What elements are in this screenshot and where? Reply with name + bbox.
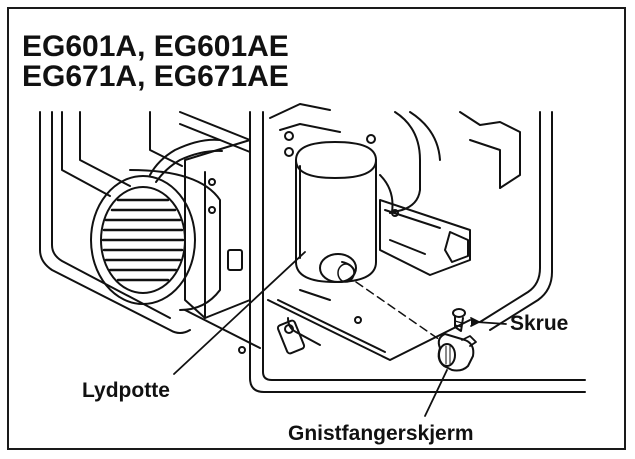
assembly-axis	[355, 281, 441, 341]
alternator	[90, 169, 221, 311]
screw-icon	[452, 308, 466, 332]
screw-leader-line	[475, 321, 507, 325]
control-box	[184, 139, 251, 319]
spark-arrester-label: Gnistfangerskjerm	[288, 422, 474, 445]
arrester-leader-line	[424, 369, 448, 417]
muffler	[295, 141, 377, 283]
spark-arrester-icon	[437, 333, 477, 372]
muffler-label: Lydpotte	[82, 379, 170, 402]
engine-top	[61, 103, 521, 214]
model-title-line-2: EG671A, EG671AE	[22, 60, 289, 93]
model-title-line-1: EG601A, EG601AE	[22, 30, 289, 63]
screw-leader-arrow	[470, 317, 480, 327]
frame-tube	[39, 111, 586, 393]
diagram-frame	[7, 7, 626, 450]
muffler-leader-line	[173, 251, 306, 375]
screw-label: Skrue	[510, 312, 569, 335]
leader-lines	[173, 251, 507, 417]
